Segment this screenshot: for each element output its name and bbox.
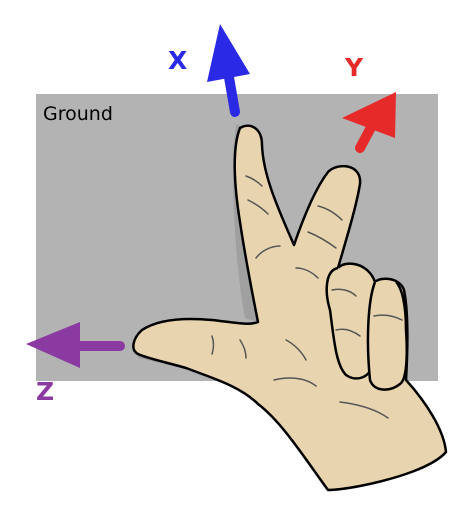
x-axis-label: X xyxy=(168,46,187,75)
y-axis-arrow xyxy=(342,92,396,153)
z-axis-arrow xyxy=(26,322,125,368)
y-axis-label: Y xyxy=(344,53,364,82)
ground-label: Ground xyxy=(43,103,113,125)
x-axis-arrow xyxy=(207,24,250,117)
hand-creases xyxy=(211,175,403,419)
hand xyxy=(132,124,448,492)
little-finger xyxy=(366,281,408,391)
z-axis-label: Z xyxy=(36,377,54,406)
